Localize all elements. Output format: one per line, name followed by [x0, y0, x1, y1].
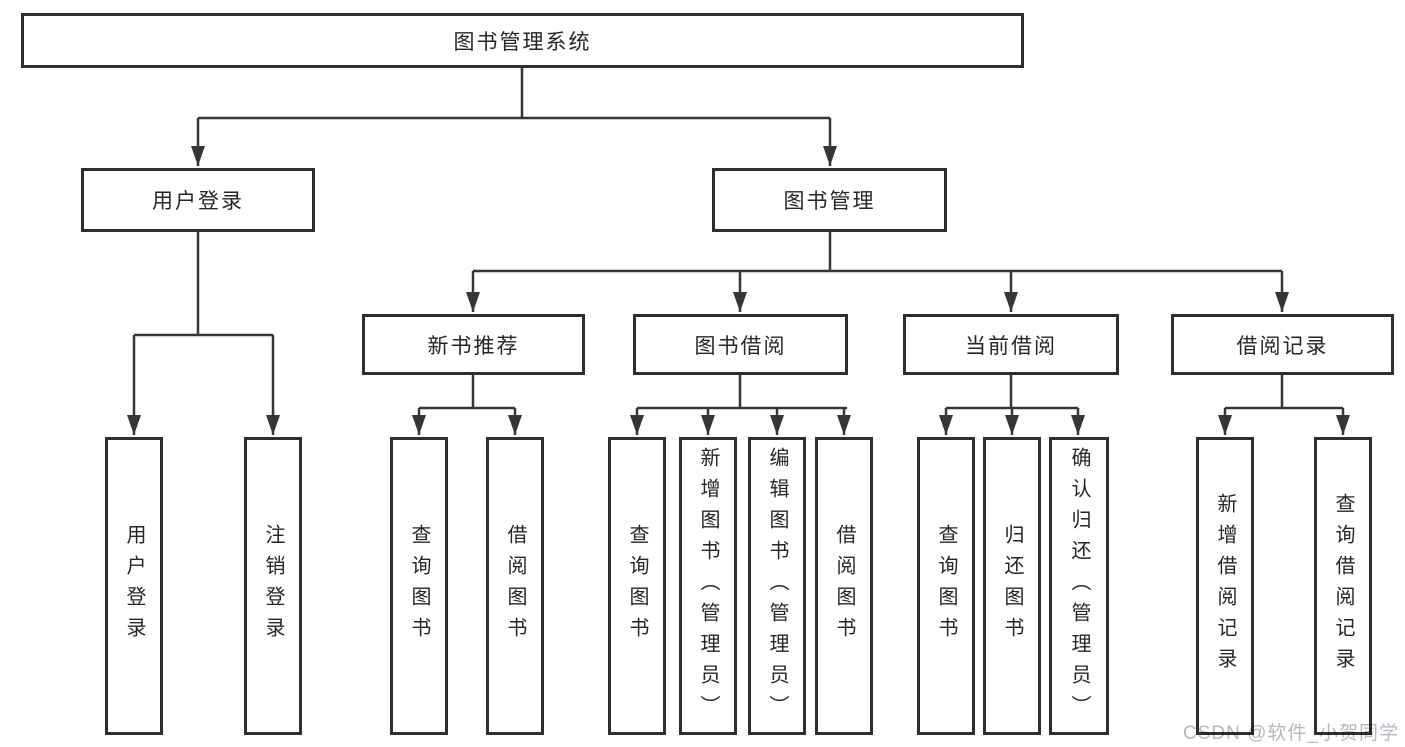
leaf-logout-label: 注销登录 [262, 524, 284, 648]
node-borrow-records: 借阅记录 [1171, 314, 1394, 375]
leaf-user-login-label: 用户登录 [123, 524, 145, 648]
node-new-book-recommend: 新书推荐 [362, 314, 585, 375]
leaf-borrow-query-books-label: 查询图书 [626, 524, 648, 648]
leaf-borrow-add-books-admin-label: 新增图书（管理员） [697, 446, 719, 726]
leaf-current-query-books-label: 查询图书 [935, 524, 957, 648]
leaf-newbook-query-books: 查询图书 [390, 437, 448, 735]
leaf-borrow-query-books: 查询图书 [608, 437, 666, 735]
leaf-logout: 注销登录 [244, 437, 302, 735]
leaf-current-return-books-label: 归还图书 [1001, 524, 1023, 648]
leaf-records-query-record-label: 查询借阅记录 [1332, 493, 1354, 679]
node-current-borrow: 当前借阅 [903, 314, 1119, 375]
leaf-newbook-borrow-books-label: 借阅图书 [504, 524, 526, 648]
leaf-borrow-add-books-admin: 新增图书（管理员） [679, 437, 737, 735]
leaf-borrow-edit-books-admin-label: 编辑图书（管理员） [766, 446, 788, 726]
leaf-borrow-borrow-books-label: 借阅图书 [833, 524, 855, 648]
leaf-current-query-books: 查询图书 [917, 437, 975, 735]
leaf-records-add-record: 新增借阅记录 [1196, 437, 1254, 735]
node-book-borrow: 图书借阅 [633, 314, 848, 375]
leaf-current-return-books: 归还图书 [983, 437, 1041, 735]
leaf-newbook-borrow-books: 借阅图书 [486, 437, 544, 735]
leaf-borrow-borrow-books: 借阅图书 [815, 437, 873, 735]
connector-trunks [134, 68, 1343, 410]
watermark: CSDN @软件_小贺同学 [1183, 723, 1399, 744]
leaf-records-add-record-label: 新增借阅记录 [1214, 493, 1236, 679]
node-book-management: 图书管理 [712, 168, 947, 232]
node-user-login: 用户登录 [81, 168, 315, 232]
leaf-records-query-record: 查询借阅记录 [1314, 437, 1372, 735]
leaf-current-confirm-return-admin-label: 确认归还（管理员） [1068, 446, 1090, 726]
leaf-current-confirm-return-admin: 确认归还（管理员） [1049, 437, 1109, 735]
leaf-borrow-edit-books-admin: 编辑图书（管理员） [748, 437, 806, 735]
node-root: 图书管理系统 [21, 13, 1024, 68]
leaf-user-login: 用户登录 [105, 437, 163, 735]
leaf-newbook-query-books-label: 查询图书 [408, 524, 430, 648]
